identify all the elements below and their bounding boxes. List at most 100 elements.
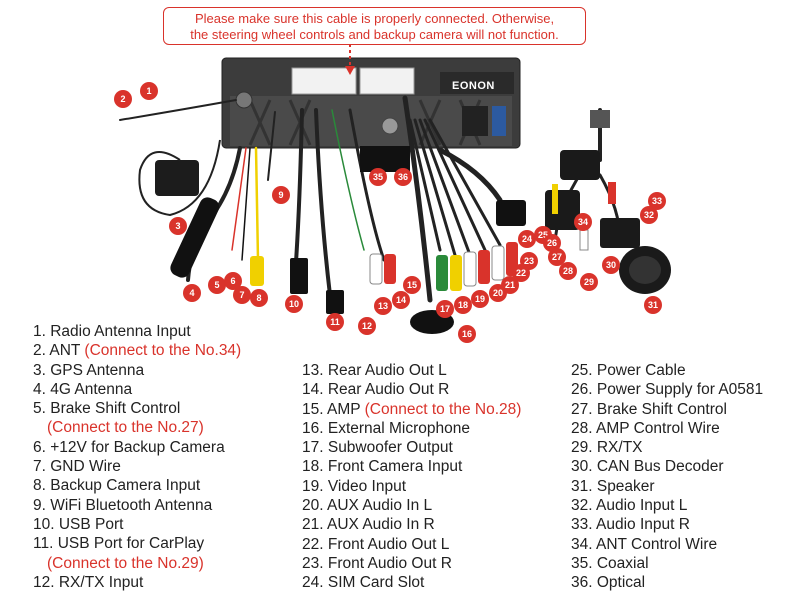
callout-21: 21 <box>501 276 519 294</box>
callout-12: 12 <box>358 317 376 335</box>
legend-item: 11. USB Port for CarPlay <box>33 534 241 553</box>
legend-item: 3. GPS Antenna <box>33 361 241 380</box>
callout-2: 2 <box>114 90 132 108</box>
legend-label: 11. USB Port for CarPlay <box>33 535 205 553</box>
legend-label: 22. Front Audio Out L <box>302 535 450 553</box>
legend-label: 8. Backup Camera Input <box>33 477 201 495</box>
callout-16: 16 <box>458 325 476 343</box>
callout-8: 8 <box>250 289 268 307</box>
legend-label: 15. AMP <box>302 400 365 418</box>
legend-label: 18. Front Camera Input <box>302 458 463 476</box>
legend-item: 23. Front Audio Out R <box>302 554 521 573</box>
legend-label: 32. Audio Input L <box>571 497 688 515</box>
legend-label: 25. Power Cable <box>571 362 686 379</box>
callout-17: 17 <box>436 300 454 318</box>
legend-item: 32. Audio Input L <box>571 496 763 515</box>
legend-item: 1. Radio Antenna Input <box>33 322 241 341</box>
callout-23: 23 <box>520 252 538 270</box>
legend-item: 25. Power Cable <box>571 361 763 380</box>
legend-item: 36. Optical <box>571 573 763 592</box>
legend-label: 26. Power Supply for A0581 <box>571 381 764 399</box>
legend-label: 29. RX/TX <box>571 439 643 457</box>
legend-label: 21. AUX Audio In R <box>302 516 435 534</box>
legend-item: 5. Brake Shift Control <box>33 399 241 418</box>
callout-6: 6 <box>224 272 242 290</box>
callout-7: 7 <box>233 286 251 304</box>
rca-connectors <box>250 242 518 314</box>
legend-label: 19. Video Input <box>302 477 406 495</box>
legend-label: 13. Rear Audio Out L <box>302 362 447 379</box>
legend-label: 6. +12V for Backup Camera <box>33 438 225 456</box>
warning-line-2: the steering wheel controls and backup c… <box>190 27 559 42</box>
legend-label: 27. Brake Shift Control <box>571 400 727 418</box>
brand-logo: EONON <box>452 80 495 92</box>
legend-label: 17. Subwoofer Output <box>302 439 453 457</box>
legend-label: 33. Audio Input R <box>571 516 690 534</box>
legend-label: 30. CAN Bus Decoder <box>571 458 724 476</box>
legend-item: 2. ANT (Connect to the No.34) <box>33 341 241 360</box>
legend-item: 21. AUX Audio In R <box>302 515 521 534</box>
legend-item: 15. AMP (Connect to the No.28) <box>302 400 521 419</box>
callout-36: 36 <box>394 168 412 186</box>
legend-item: 22. Front Audio Out L <box>302 535 521 554</box>
4g-antenna-icon <box>170 197 220 278</box>
callout-11: 11 <box>326 313 344 331</box>
legend-label: 3. GPS Antenna <box>33 361 145 379</box>
legend-item: 33. Audio Input R <box>571 515 763 534</box>
legend-label: 4. 4G Antenna <box>33 380 133 398</box>
legend-item: 16. External Microphone <box>302 419 521 438</box>
legend-label: 9. WiFi Bluetooth Antenna <box>33 496 213 514</box>
gps-antenna-icon <box>155 160 199 196</box>
callout-32: 32 <box>640 206 658 224</box>
callout-29: 29 <box>580 273 598 291</box>
callout-1: 1 <box>140 82 158 100</box>
connection-warning: Please make sure this cable is properly … <box>163 7 586 45</box>
callout-30: 30 <box>602 256 620 274</box>
callout-28: 28 <box>559 262 577 280</box>
callout-3: 3 <box>169 217 187 235</box>
legend-item: 27. Brake Shift Control <box>571 400 763 419</box>
legend-item: 30. CAN Bus Decoder <box>571 457 763 476</box>
legend-item: 7. GND Wire <box>33 457 241 476</box>
legend-item: 35. Coaxial <box>571 554 763 573</box>
legend-item: 17. Subwoofer Output <box>302 438 521 457</box>
legend-label: 31. Speaker <box>571 477 655 495</box>
power-harness <box>545 110 640 251</box>
legend-item: 8. Backup Camera Input <box>33 476 241 495</box>
legend-item: 29. RX/TX <box>571 438 763 457</box>
dashed-arrow-icon <box>345 44 355 75</box>
legend-label: 35. Coaxial <box>571 554 649 572</box>
callout-5: 5 <box>208 276 226 294</box>
legend-note: (Connect to the No.27) <box>47 419 204 437</box>
legend-item: 10. USB Port <box>33 515 241 534</box>
legend-item: 31. Speaker <box>571 477 763 496</box>
legend-item: 18. Front Camera Input <box>302 457 521 476</box>
legend-label: 12. RX/TX Input <box>33 573 144 591</box>
legend-item: 19. Video Input <box>302 477 521 496</box>
legend-note: (Connect to the No.28) <box>364 400 522 418</box>
legend-label: 28. AMP Control Wire <box>571 419 720 437</box>
legend-label: 5. Brake Shift Control <box>33 400 181 418</box>
callout-26: 26 <box>543 234 561 252</box>
legend-item: (Connect to the No.29) <box>33 554 241 573</box>
legend-item: 34. ANT Control Wire <box>571 535 763 554</box>
legend-item: 26. Power Supply for A0581 <box>571 380 763 399</box>
head-unit <box>221 57 521 149</box>
callout-27: 27 <box>548 248 566 266</box>
callout-14: 14 <box>392 291 410 309</box>
callout-4: 4 <box>183 284 201 302</box>
callout-19: 19 <box>471 290 489 308</box>
callout-31: 31 <box>644 296 662 314</box>
legend-item: 24. SIM Card Slot <box>302 573 521 592</box>
legend-label: 23. Front Audio Out R <box>302 554 452 572</box>
legend-item: 6. +12V for Backup Camera <box>33 438 241 457</box>
legend-note: (Connect to the No.29) <box>47 554 204 572</box>
callout-13: 13 <box>374 297 392 315</box>
cables <box>119 95 622 303</box>
legend-item: 13. Rear Audio Out L <box>302 361 521 380</box>
coax-optical-module <box>360 146 410 172</box>
callout-33: 33 <box>648 192 666 210</box>
legend-note: (Connect to the No.34) <box>84 342 242 360</box>
